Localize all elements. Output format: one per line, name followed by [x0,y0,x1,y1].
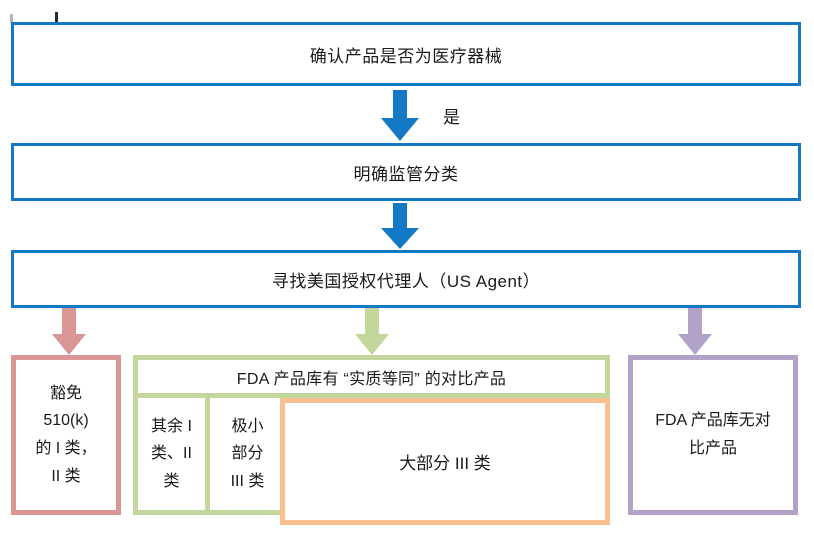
ruler-tick-left [10,14,13,23]
arrow-down-to-agent [375,203,425,250]
process-box-us-agent-label: 寻找美国授权代理人（US Agent） [271,271,541,291]
process-box-us-agent[interactable]: 寻找美国授权代理人（US Agent） [11,250,801,308]
outcome-header-substantial-equivalence: FDA 产品库有 “实质等同” 的对比产品 [138,360,605,398]
outcome-cell-class-i-ii-label: 其余 I 类、II 类 [151,417,192,490]
outcome-box-exempt-510k-wrap: 豁免 510(k) 的 I 类， II 类 [16,360,116,510]
outcome-box-exempt-510k-label: 豁免 510(k) 的 I 类， II 类 [35,384,97,485]
outcome-cell-most-class-iii-label: 大部分 III 类 [399,454,491,473]
process-box-confirm-device-label: 确认产品是否为医疗器械 [309,46,503,66]
outcome-box-no-predicate-label: FDA 产品库无对 比产品 [655,412,771,457]
outcome-header-substantial-equivalence-label: FDA 产品库有 “实质等同” 的对比产品 [236,370,507,388]
arrow-branch-left [49,308,89,356]
outcome-cell-small-class-iii[interactable]: 极小 部分 III 类 [215,398,280,510]
arrow-label-yes: 是 [443,108,460,127]
process-box-regulatory-class[interactable]: 明确监管分类 [11,143,801,201]
outcome-box-no-predicate[interactable]: FDA 产品库无对 比产品 [628,355,798,515]
arrow-down-yes [375,90,425,142]
arrow-branch-right [675,308,715,356]
outcome-cell-most-class-iii[interactable]: 大部分 III 类 [280,398,610,525]
ruler-tick-second [55,12,58,24]
outcome-box-no-predicate-wrap: FDA 产品库无对 比产品 [633,360,793,510]
arrow-branch-center [352,308,392,356]
process-box-regulatory-class-label: 明确监管分类 [353,164,459,184]
outcome-box-exempt-510k[interactable]: 豁免 510(k) 的 I 类， II 类 [11,355,121,515]
process-box-confirm-device[interactable]: 确认产品是否为医疗器械 [11,22,801,86]
outcome-cell-small-class-iii-label: 极小 部分 III 类 [230,417,265,490]
outcome-box-substantial-equivalence[interactable]: FDA 产品库有 “实质等同” 的对比产品 其余 I 类、II 类 极小 部分 … [133,355,610,525]
outcome-cell-class-i-ii[interactable]: 其余 I 类、II 类 [138,398,210,510]
